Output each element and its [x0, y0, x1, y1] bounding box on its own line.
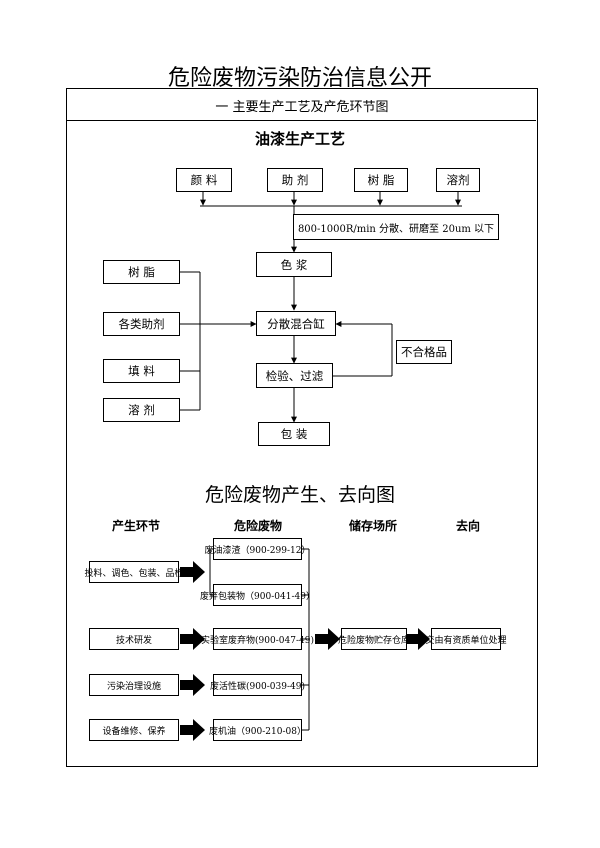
waste-lab: 实验室废弃物(900-047-49) [201, 628, 314, 650]
left-input-solvent: 溶 剂 [103, 398, 180, 422]
stage-pollution-control: 污染治理设施 [89, 674, 179, 696]
section-subtitle: 一 主要生产工艺及产危环节图 [215, 100, 389, 115]
color-paste-box: 色 浆 [256, 252, 332, 277]
dispersion-note: 800-1000R/min 分散、研磨至 20um 以下 [293, 214, 499, 240]
waste-paint-residue: 废油漆渣（900-299-12） [205, 538, 310, 560]
header-destination: 去向 [455, 519, 480, 533]
waste-packaging: 废弃包装物（900-041-49） [200, 584, 315, 606]
header-stage: 产生环节 [111, 519, 160, 533]
destination-box: 交由有资质单位处理 [426, 628, 507, 650]
inspection-box: 检验、过滤 [256, 363, 333, 388]
process-title: 油漆生产工艺 [254, 130, 345, 148]
content-frame [66, 88, 538, 767]
storage-warehouse: 危险废物贮存仓库 [338, 628, 410, 650]
left-input-filler: 填 料 [103, 359, 180, 383]
input-additive: 助 剂 [267, 168, 323, 192]
header-waste: 危险废物 [233, 519, 282, 533]
mixing-tank-box: 分散混合缸 [256, 311, 336, 336]
stage-maintenance: 设备维修、保养 [89, 719, 179, 741]
page-title: 危险废物污染防治信息公开 [167, 66, 432, 91]
waste-activated-carbon: 废活性碳(900-039-49) [210, 674, 305, 696]
waste-title: 危险废物产生、去向图 [204, 484, 395, 506]
input-solvent: 溶剂 [436, 168, 480, 192]
stage-feeding: 投料、调色、包装、品检 [85, 561, 184, 583]
left-input-additives: 各类助剂 [103, 312, 180, 336]
packaging-box: 包 装 [258, 422, 330, 446]
header-storage: 储存场所 [348, 519, 397, 533]
waste-engine-oil: 废机油（900-210-08） [209, 719, 306, 741]
input-pigment: 颜 料 [176, 168, 232, 192]
header-divider [66, 120, 536, 121]
rejected-box: 不合格品 [396, 340, 452, 364]
left-input-resin: 树 脂 [103, 260, 180, 284]
stage-rnd: 技术研发 [89, 628, 179, 650]
input-resin: 树 脂 [354, 168, 408, 192]
